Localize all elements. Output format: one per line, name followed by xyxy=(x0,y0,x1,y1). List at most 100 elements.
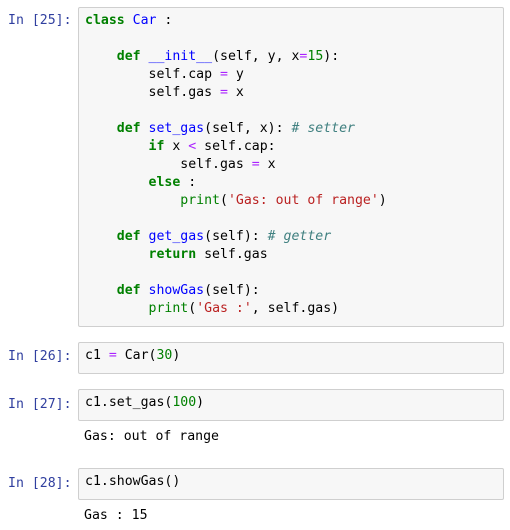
code-token xyxy=(85,283,117,298)
cell-output-27: Gas: out of range xyxy=(84,429,219,444)
code-token: , self.gas) xyxy=(251,301,340,316)
code-token xyxy=(85,175,149,190)
code-token xyxy=(141,283,149,298)
code-line: return self.gas xyxy=(85,246,387,264)
code-line: class Car : xyxy=(85,12,387,30)
code-token xyxy=(141,49,149,64)
code-token xyxy=(85,247,149,262)
code-line: print('Gas :', self.gas) xyxy=(85,300,387,318)
code-token: return xyxy=(148,247,197,262)
code-token: self.gas xyxy=(196,247,268,262)
code-token: # setter xyxy=(291,121,355,136)
code-line: print('Gas: out of range') xyxy=(85,192,387,210)
code-token xyxy=(141,229,149,244)
code-token: Car xyxy=(132,13,157,28)
code-token: (self): xyxy=(204,229,268,244)
code-token: ): xyxy=(323,49,340,64)
code-cell-25[interactable]: class Car : def __init__(self, y, x=15):… xyxy=(78,7,504,327)
code-token: c1.set_gas( xyxy=(85,395,173,410)
code-token xyxy=(85,193,180,208)
code-line: else : xyxy=(85,174,387,192)
code-token: 100 xyxy=(172,395,197,410)
code-token: ) xyxy=(196,395,205,410)
code-editor[interactable]: c1 = Car(30) xyxy=(85,347,180,365)
code-line: self.gas = x xyxy=(85,84,387,102)
code-line: def showGas(self): xyxy=(85,282,387,300)
code-line: def get_gas(self): # getter xyxy=(85,228,387,246)
code-token: 15 xyxy=(307,49,324,64)
code-token: def xyxy=(116,283,141,298)
code-line: c1.showGas() xyxy=(85,473,180,491)
code-editor[interactable]: class Car : def __init__(self, y, x=15):… xyxy=(85,12,387,318)
input-prompt-28: In [28]: xyxy=(8,476,72,491)
code-token: self.gas xyxy=(85,157,252,172)
input-prompt-25: In [25]: xyxy=(8,13,72,28)
code-token: (self, y, x xyxy=(212,49,300,64)
code-cell-26[interactable]: c1 = Car(30) xyxy=(78,342,504,374)
code-token: self.gas xyxy=(85,85,220,100)
code-token: 'Gas: out of range' xyxy=(227,193,379,208)
code-token: class xyxy=(85,13,125,28)
code-line: self.gas = x xyxy=(85,156,387,174)
code-token: x xyxy=(259,157,276,172)
code-token: else xyxy=(148,175,181,190)
code-line xyxy=(85,264,387,282)
code-line xyxy=(85,30,387,48)
code-token: if xyxy=(148,139,165,154)
code-token: 30 xyxy=(156,348,173,363)
code-token: = xyxy=(219,67,228,82)
cell-output-28: Gas : 15 xyxy=(84,508,148,523)
input-prompt-27: In [27]: xyxy=(8,397,72,412)
code-token: set_gas xyxy=(148,121,205,136)
code-token: x xyxy=(164,139,189,154)
code-token xyxy=(85,121,117,136)
code-token xyxy=(85,49,117,64)
code-token: < xyxy=(188,139,197,154)
code-token: ) xyxy=(172,348,181,363)
code-token: print xyxy=(180,193,220,208)
input-prompt-26: In [26]: xyxy=(8,349,72,364)
code-token: showGas xyxy=(148,283,205,298)
code-token: def xyxy=(116,229,141,244)
code-token: c1 xyxy=(85,348,109,363)
code-token xyxy=(125,13,133,28)
code-editor[interactable]: c1.set_gas(100) xyxy=(85,394,204,412)
code-token: 'Gas :' xyxy=(196,301,252,316)
code-token: y xyxy=(227,67,244,82)
code-token: = xyxy=(299,49,308,64)
code-token: def xyxy=(116,121,141,136)
code-token: x xyxy=(227,85,244,100)
code-token: ( xyxy=(188,301,197,316)
code-token: ) xyxy=(378,193,387,208)
code-token xyxy=(85,229,117,244)
code-line: def set_gas(self, x): # setter xyxy=(85,120,387,138)
code-line: c1 = Car(30) xyxy=(85,347,180,365)
code-line: if x < self.cap: xyxy=(85,138,387,156)
code-cell-28[interactable]: c1.showGas() xyxy=(78,468,504,500)
code-token: c1.showGas() xyxy=(85,474,181,489)
code-line xyxy=(85,210,387,228)
code-token: def xyxy=(116,49,141,64)
code-token: = xyxy=(108,348,117,363)
code-token: ( xyxy=(219,193,228,208)
code-line: self.cap = y xyxy=(85,66,387,84)
code-cell-27[interactable]: c1.set_gas(100) xyxy=(78,389,504,421)
code-token xyxy=(141,121,149,136)
code-line: def __init__(self, y, x=15): xyxy=(85,48,387,66)
code-token: print xyxy=(148,301,189,316)
code-token: self.cap: xyxy=(196,139,276,154)
code-token: # getter xyxy=(267,229,332,244)
code-token: get_gas xyxy=(148,229,205,244)
code-line xyxy=(85,102,387,120)
code-token: : xyxy=(180,175,197,190)
code-line: c1.set_gas(100) xyxy=(85,394,204,412)
code-token: self.cap xyxy=(85,67,220,82)
code-editor[interactable]: c1.showGas() xyxy=(85,473,180,491)
code-token: Car( xyxy=(116,348,157,363)
code-token: = xyxy=(219,85,228,100)
code-token: = xyxy=(251,157,260,172)
code-token: (self, x): xyxy=(204,121,292,136)
code-token xyxy=(85,301,149,316)
code-token xyxy=(85,139,149,154)
code-token: : xyxy=(156,13,173,28)
